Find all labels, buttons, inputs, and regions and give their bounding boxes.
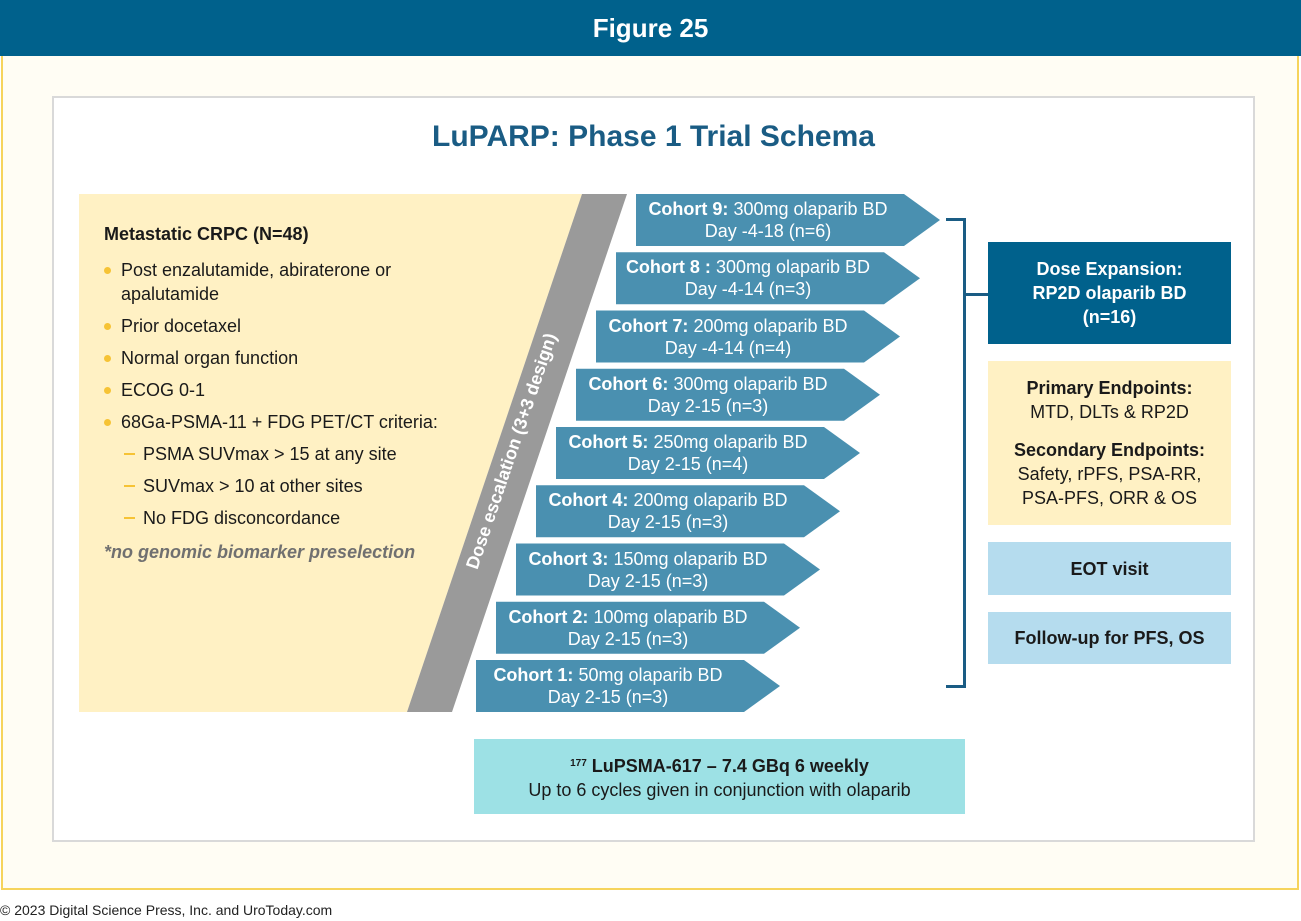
cohort-days: Day -4-18 (n=6) — [704, 221, 832, 241]
criteria-item: Normal organ function — [104, 346, 464, 370]
lupsma-treatment-box: 177 LuPSMA-617 – 7.4 GBq 6 weekly Up to … — [474, 739, 965, 814]
secondary-endpoints-line-2: PSA-PFS, ORR & OS — [1021, 488, 1198, 508]
cohort-days: Day 2-15 (n=4) — [627, 454, 749, 474]
criteria-panel-shape — [79, 194, 582, 712]
cohort-dose: 300mg olaparib BD — [733, 199, 888, 219]
cohort-dose-line: Cohort 4: 200mg olaparib BD — [536, 489, 800, 511]
criteria-note: *no genomic biomarker preselection — [104, 542, 416, 562]
cohort-dose-line: Cohort 2: 100mg olaparib BD — [496, 606, 760, 628]
cohort-dose-line: Cohort 1: 50mg olaparib BD — [476, 664, 740, 686]
expansion-line-3: (n=16) — [1082, 307, 1137, 327]
cohort-arrow — [556, 427, 860, 479]
expansion-line-2: RP2D olaparib BD — [1032, 283, 1187, 303]
lupsma-isotope-superscript: 177 — [570, 757, 587, 769]
copyright-notice: © 2023 Digital Science Press, Inc. and U… — [0, 902, 333, 918]
cohort-label: Cohort 4: — [548, 490, 629, 511]
primary-endpoints-value: MTD, DLTs & RP2D — [1030, 402, 1189, 422]
cohort-label: Cohort 5: — [568, 432, 649, 452]
cohort-dose: 150mg olaparib BD — [613, 548, 768, 569]
cohort-dose: 300mg olaparib BD — [673, 373, 828, 394]
cohort-dose: 200mg olaparib BD — [633, 490, 788, 511]
inclusion-criteria: Metastatic CRPC (N=48) Post enzalutamide… — [104, 222, 464, 564]
cohort-arrow — [636, 194, 940, 246]
cohort-arrow — [616, 252, 920, 305]
cohort-arrow — [496, 601, 800, 654]
criteria-item: Prior docetaxel — [104, 314, 464, 338]
criteria-subitem: No FDG disconcordance — [104, 506, 464, 530]
lupsma-regimen: LuPSMA-617 – 7.4 GBq 6 weekly — [591, 755, 869, 776]
criteria-list: Post enzalutamide, abiraterone or apalut… — [104, 258, 464, 530]
escalation-band — [407, 194, 627, 712]
cohort-label: Cohort 7: — [608, 315, 689, 336]
cohort-days: Day -4-14 (n=3) — [684, 279, 812, 300]
cohort-dose: 250mg olaparib BD — [653, 432, 808, 452]
cohort-dose: 100mg olaparib BD — [593, 606, 748, 627]
cohort-days: Day 2-15 (n=3) — [647, 395, 769, 416]
cohort-arrow — [576, 368, 880, 421]
cohort-dose-line: Cohort 5: 250mg olaparib BD — [556, 431, 820, 453]
cohort-label: Cohort 8 : — [625, 257, 711, 278]
follow-up-label: Follow-up for PFS, OS — [1014, 628, 1205, 648]
bracket — [946, 218, 966, 688]
expansion-line-1: Dose Expansion: — [1036, 259, 1183, 279]
lupsma-line-2: Up to 6 cycles given in conjunction with… — [528, 779, 911, 800]
diagram-title: LuPARP: Phase 1 Trial Schema — [432, 120, 875, 153]
cohort-arrow — [516, 543, 820, 596]
cohort-dose-line: Cohort 9: 300mg olaparib BD — [636, 198, 900, 220]
secondary-endpoints-line-1: Safety, rPFS, PSA-RR, — [1017, 464, 1202, 484]
cohort-dose-line: Cohort 6: 300mg olaparib BD — [576, 373, 840, 395]
endpoints-box: Primary Endpoints: MTD, DLTs & RP2D Seco… — [988, 361, 1231, 525]
cohort-label: Cohort 3: — [528, 548, 609, 569]
cohort-label: Cohort 9: — [648, 199, 729, 219]
secondary-endpoints-label: Secondary Endpoints: — [1013, 440, 1206, 460]
cohort-days: Day 2-15 (n=3) — [547, 687, 669, 707]
cohort-dose: 200mg olaparib BD — [693, 315, 848, 336]
cohort-label: Cohort 1: — [493, 665, 574, 685]
cohort-dose: 300mg olaparib BD — [715, 257, 871, 278]
eot-visit-label: EOT visit — [1070, 558, 1149, 579]
cohort-arrow — [476, 660, 780, 712]
follow-up-box: Follow-up for PFS, OS — [988, 612, 1231, 664]
criteria-heading: Metastatic CRPC (N=48) — [104, 224, 309, 244]
cohort-days: Day 2-15 (n=3) — [607, 512, 729, 533]
cohort-dose-line: Cohort 7: 200mg olaparib BD — [596, 315, 860, 337]
bracket-connector — [966, 293, 988, 296]
cohort-dose-line: Cohort 3: 150mg olaparib BD — [516, 548, 780, 570]
cohort-dose: 50mg olaparib BD — [578, 665, 723, 685]
figure-title: Figure 25 — [592, 12, 709, 43]
cohort-dose-line: Cohort 8 : 300mg olaparib BD — [616, 256, 880, 278]
cohort-days: Day -4-14 (n=4) — [664, 337, 792, 358]
lupsma-line-1: 177 LuPSMA-617 – 7.4 GBq 6 weekly — [474, 752, 965, 778]
criteria-subitem: SUVmax > 10 at other sites — [104, 474, 464, 498]
cohort-label: Cohort 2: — [508, 606, 589, 627]
primary-endpoints-label: Primary Endpoints: — [1026, 378, 1193, 398]
cohort-days: Day 2-15 (n=3) — [567, 628, 689, 649]
dose-expansion-box: Dose Expansion: RP2D olaparib BD (n=16) — [988, 242, 1231, 344]
criteria-item: Post enzalutamide, abiraterone or apalut… — [104, 258, 464, 306]
cohort-label: Cohort 6: — [588, 373, 669, 394]
criteria-item: 68Ga-PSMA-11 + FDG PET/CT criteria: — [104, 410, 464, 434]
cohort-arrow — [536, 485, 840, 538]
criteria-subitem: PSMA SUVmax > 15 at any site — [104, 442, 464, 466]
figure-header: Figure 25 — [0, 0, 1301, 56]
eot-visit-box: EOT visit — [988, 542, 1231, 595]
criteria-item: ECOG 0-1 — [104, 378, 464, 402]
cohort-arrow — [596, 310, 900, 363]
cohort-days: Day 2-15 (n=3) — [587, 570, 709, 591]
